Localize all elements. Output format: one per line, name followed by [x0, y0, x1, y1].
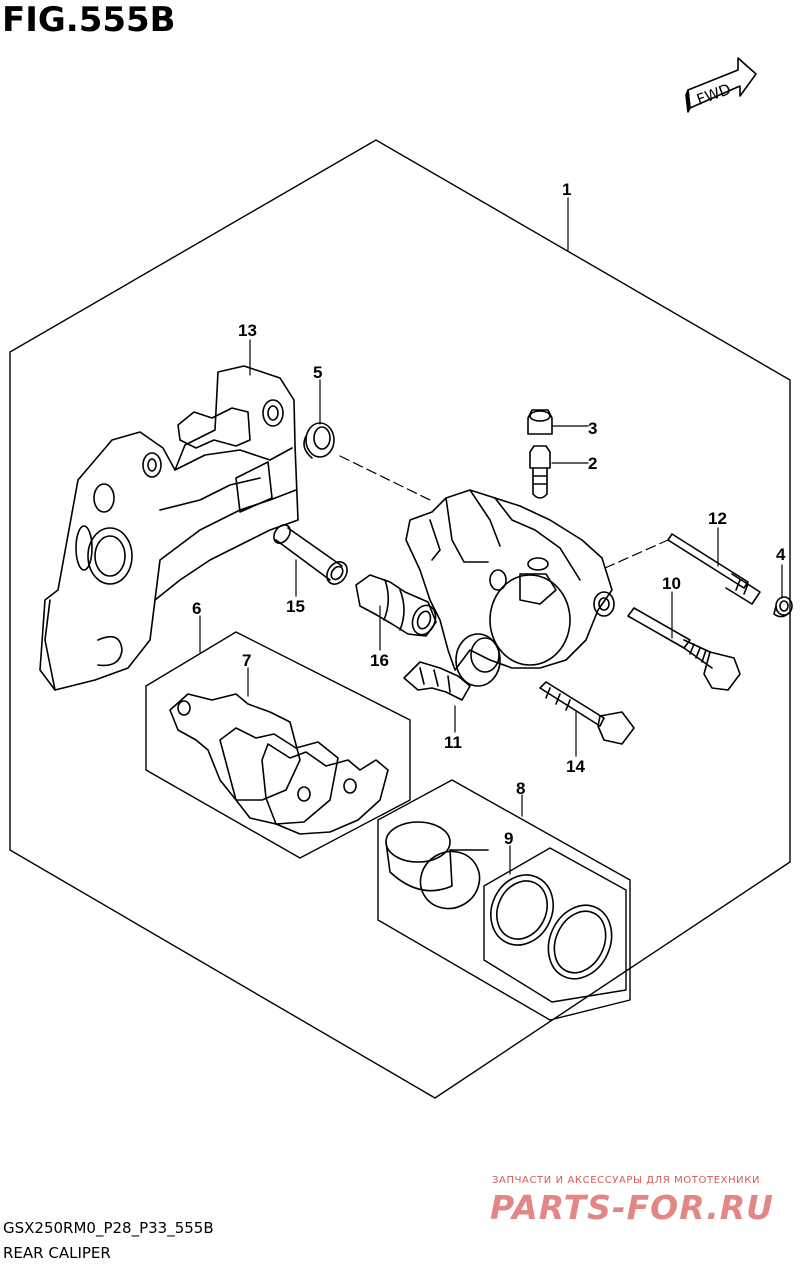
leader-lines	[199, 197, 783, 875]
callout-16: 16	[370, 651, 389, 670]
callout-13: 13	[238, 321, 257, 340]
callout-7: 7	[242, 651, 251, 670]
callout-5: 5	[313, 363, 322, 382]
part-2-bleeder	[529, 445, 551, 499]
callout-2: 2	[588, 454, 597, 473]
callout-14: 14	[566, 757, 585, 776]
callout-9: 9	[504, 829, 513, 848]
part-13-bracket	[39, 365, 299, 691]
part-10-pin-bolt	[627, 607, 741, 691]
part-4-plug	[773, 596, 793, 618]
part-9-seals	[490, 874, 613, 980]
callout-6: 6	[192, 599, 201, 618]
part-6-pad-set-outline	[145, 631, 411, 859]
callout-15: 15	[286, 597, 305, 616]
callout-11: 11	[444, 733, 462, 752]
callout-1: 1	[562, 180, 571, 199]
callout-12: 12	[708, 509, 727, 528]
part-12-pin	[667, 533, 761, 605]
part-3-cap	[527, 409, 553, 435]
part-8-piston	[385, 821, 489, 910]
part-16-boot	[355, 574, 437, 637]
watermark-tagline: ЗАПЧАСТИ И АКСЕССУАРЫ ДЛЯ МОТОТЕХНИКИ	[492, 1175, 761, 1186]
watermark-logo: PARTS-FOR.RU	[490, 1188, 774, 1227]
part-14-bolt	[539, 681, 635, 745]
callout-3: 3	[588, 419, 597, 438]
part-8-piston-set-outline	[377, 779, 631, 1021]
part-caliper-body	[405, 489, 615, 687]
part-15-sleeve	[273, 524, 348, 585]
callout-4: 4	[776, 545, 786, 564]
figure-title: FIG.555B	[2, 0, 176, 40]
callout-8: 8	[516, 779, 525, 798]
part-9-seal-set-outline	[483, 847, 627, 1003]
callout-10: 10	[662, 574, 681, 593]
model-code: GSX250RM0_P28_P33_555B	[3, 1219, 214, 1237]
part-7-pads	[169, 693, 389, 835]
assembly-outline	[9, 139, 791, 1099]
part-5-boot	[303, 422, 335, 459]
part-11-spring	[403, 661, 471, 701]
fwd-arrow-icon: FWD	[685, 57, 757, 113]
assembly-name: REAR CALIPER	[3, 1244, 111, 1262]
